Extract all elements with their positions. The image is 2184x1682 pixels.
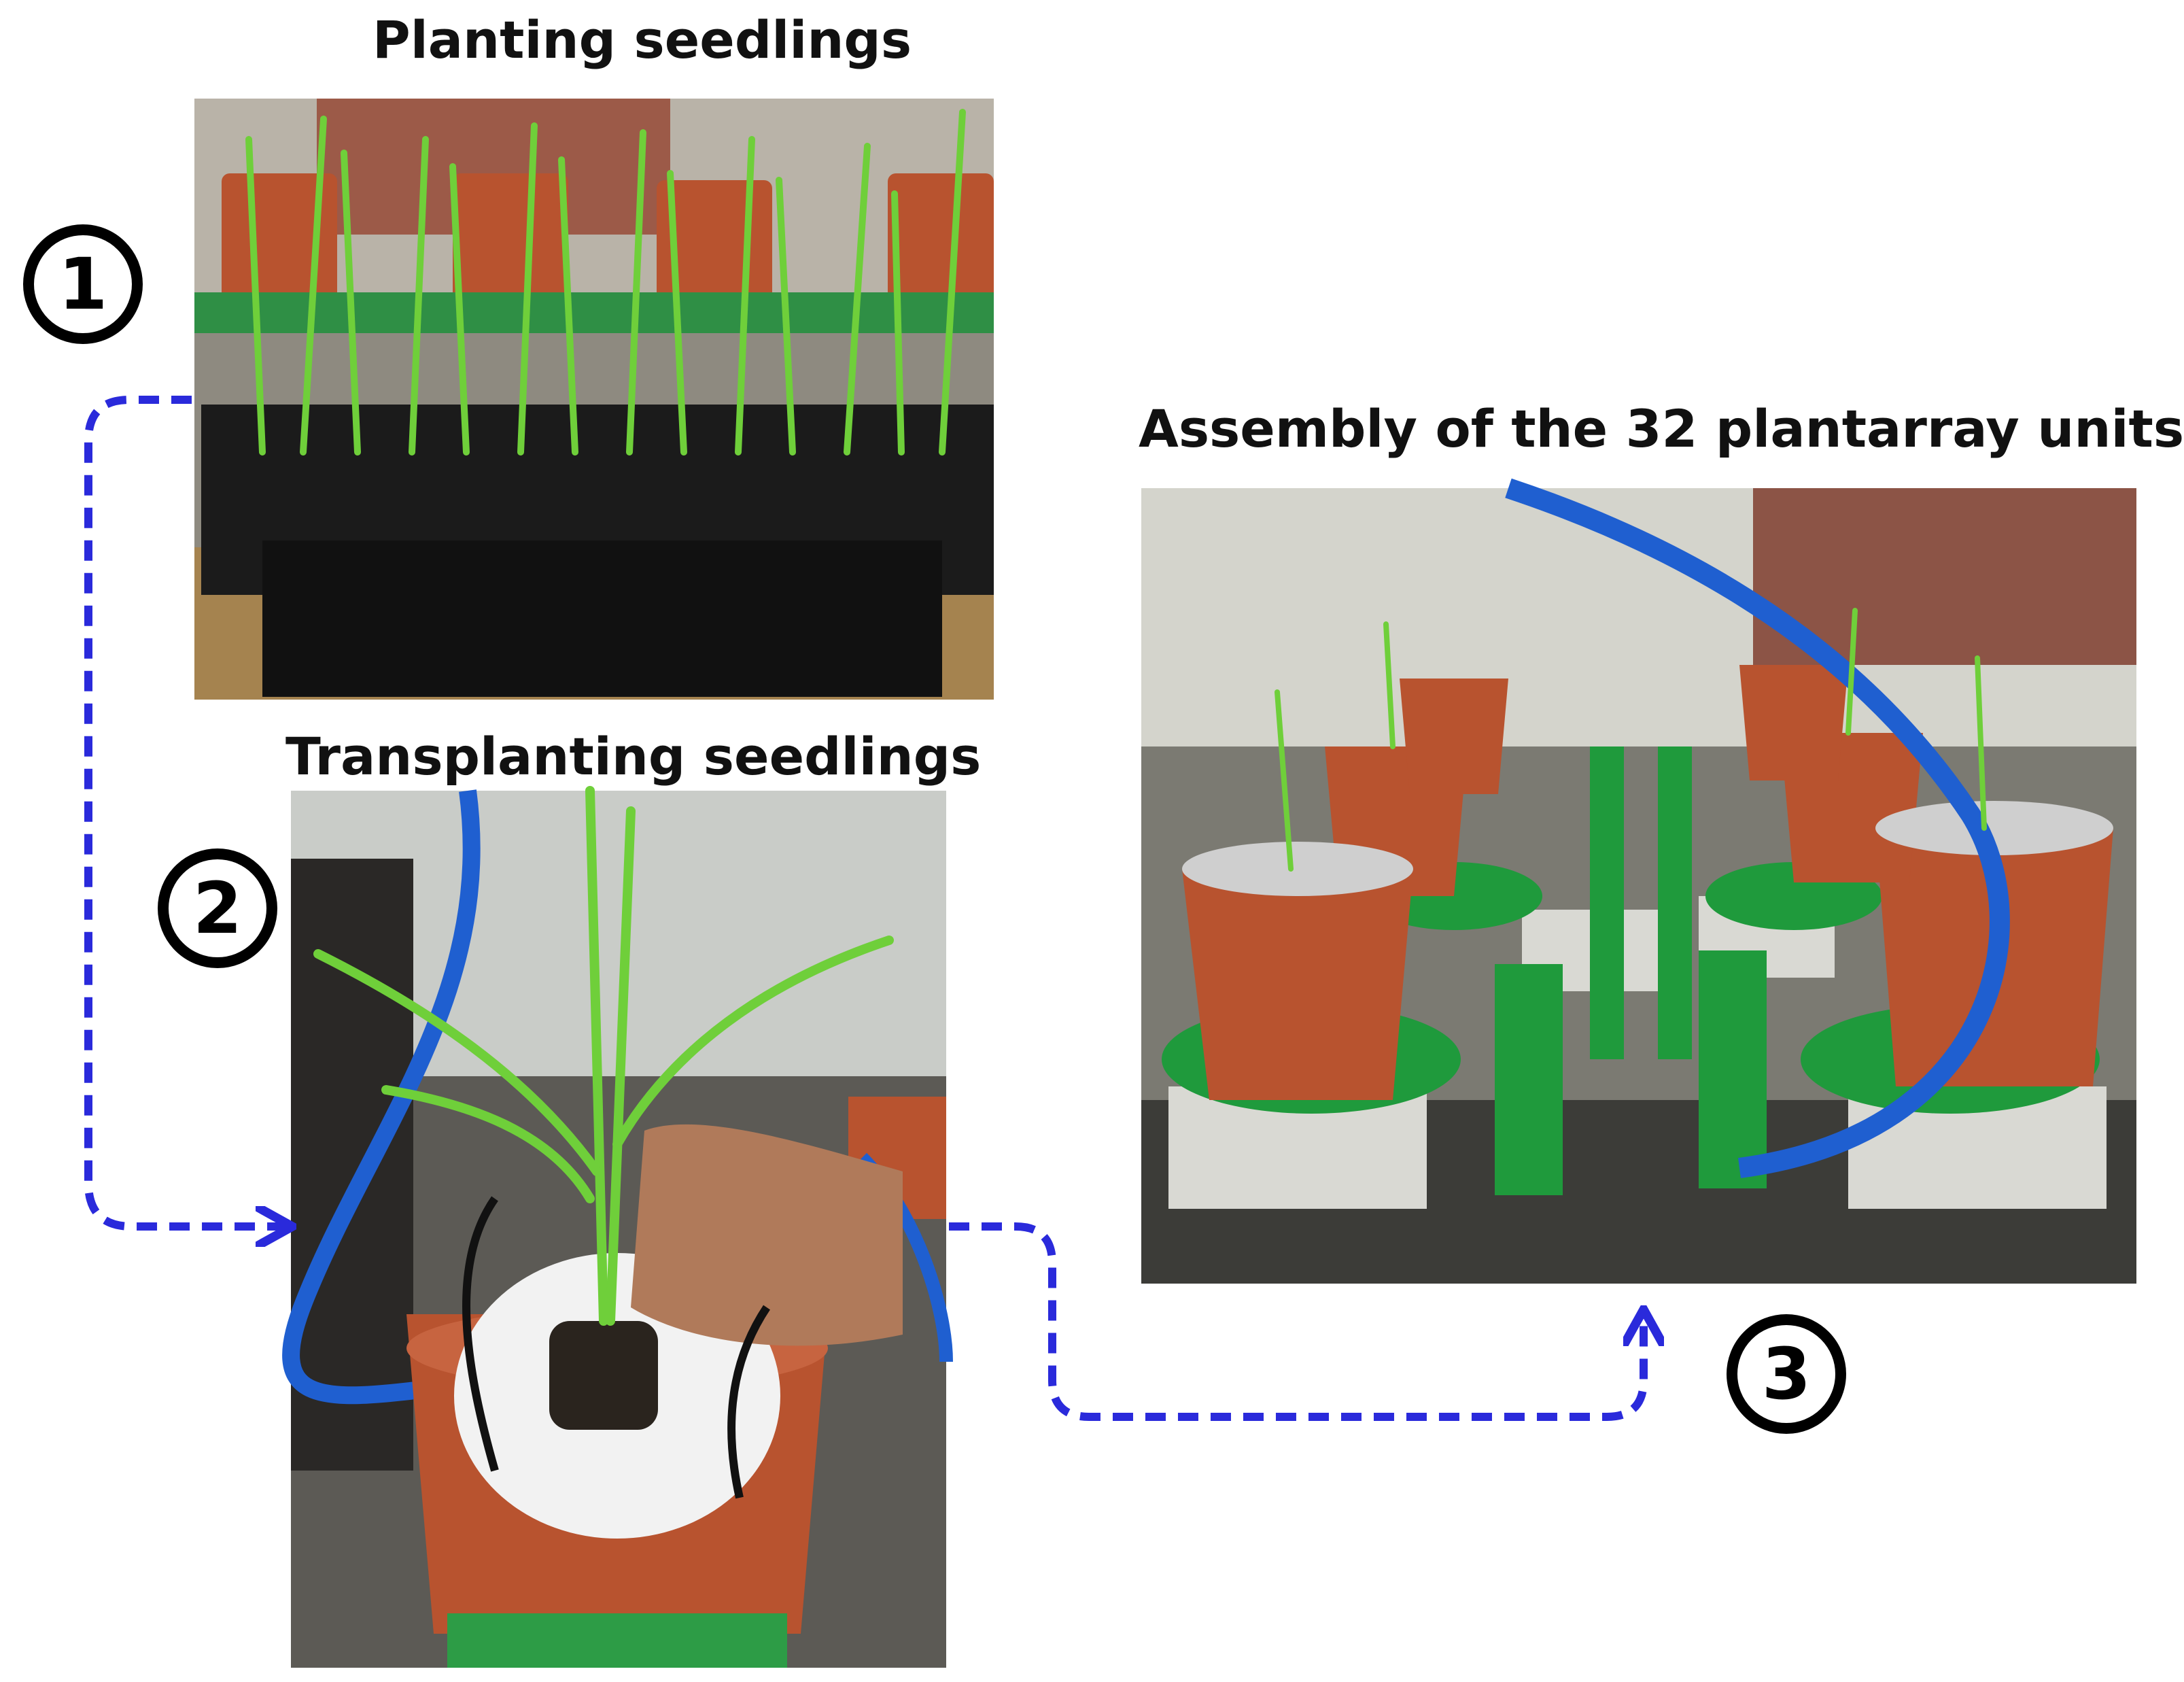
arrow-step-1-to-2 [84, 396, 284, 1226]
seedling-tray-photo [194, 99, 994, 700]
plantarray-assembly-photo [1141, 478, 2136, 1284]
step-1-badge: 1 [23, 224, 143, 344]
step-2-title: Transplanting seedlings [285, 726, 982, 787]
step-3-title: Assembly of the 32 plantarray units [1139, 398, 2184, 459]
arrow-step-2-to-3 [949, 1222, 1644, 1421]
step-1-title: Planting seedlings [372, 10, 912, 70]
transplanting-photo [282, 786, 953, 1668]
